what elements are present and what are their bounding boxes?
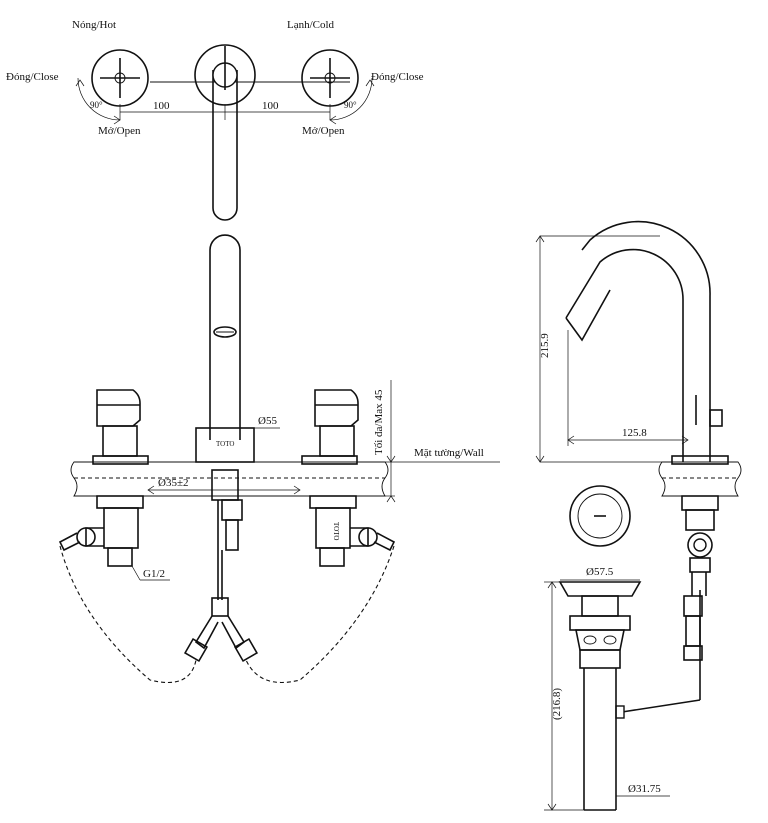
cold-label: Lạnh/Cold (287, 19, 335, 31)
open-left-label: Mở/Open (98, 125, 141, 137)
hot-handle-front (92, 389, 149, 465)
spacing-right-dimension: 100 (262, 100, 279, 112)
top-view: Nóng/Hot Lạnh/Cold Đóng/Close Đóng/Close… (6, 19, 424, 221)
reach-dimension: 125.8 (622, 427, 647, 439)
spout-top (194, 44, 256, 221)
height-dimension: 215.9 (539, 333, 551, 358)
spacing-left-dimension: 100 (153, 100, 170, 112)
drain-cap-top-view (569, 485, 631, 547)
cold-handle-front (301, 389, 359, 465)
drain-assembly: Ø57.5 (216.8) Ø31.75 (544, 566, 670, 811)
close-left-label: Đóng/Close (6, 71, 59, 83)
hot-handle-top (75, 49, 149, 125)
thread-dimension: G1/2 (143, 568, 165, 580)
angle-left-label: 90° (90, 100, 103, 110)
hole-dimension: Ø35±2 (158, 477, 188, 489)
cold-handle-top (301, 49, 375, 125)
close-right-label: Đóng/Close (371, 71, 424, 83)
max-thickness-label: Tối đa/Max 45 (373, 389, 385, 455)
angle-right-label: 90° (344, 100, 357, 110)
wall-label: Mặt tường/Wall (414, 447, 484, 459)
drain-pipe-dimension: Ø31.75 (628, 783, 661, 795)
valve-brand: TOTO (332, 522, 340, 540)
open-right-label: Mở/Open (302, 125, 345, 137)
spout-brand: TOTO (216, 440, 234, 448)
spout-base-dimension: Ø55 (258, 415, 277, 427)
cold-valve-body: TOTO (309, 495, 396, 567)
hot-valve-body: G1/2 (58, 495, 170, 581)
hot-label: Nóng/Hot (72, 19, 116, 31)
drain-length-dimension: (216.8) (551, 688, 563, 720)
side-view: 215.9 125.8 (535, 220, 742, 811)
front-view: TOTO Ø35±2 Mặt tường/Wall Tối đa/Max 45 (58, 234, 500, 684)
drain-top-dimension: Ø57.5 (586, 566, 614, 578)
